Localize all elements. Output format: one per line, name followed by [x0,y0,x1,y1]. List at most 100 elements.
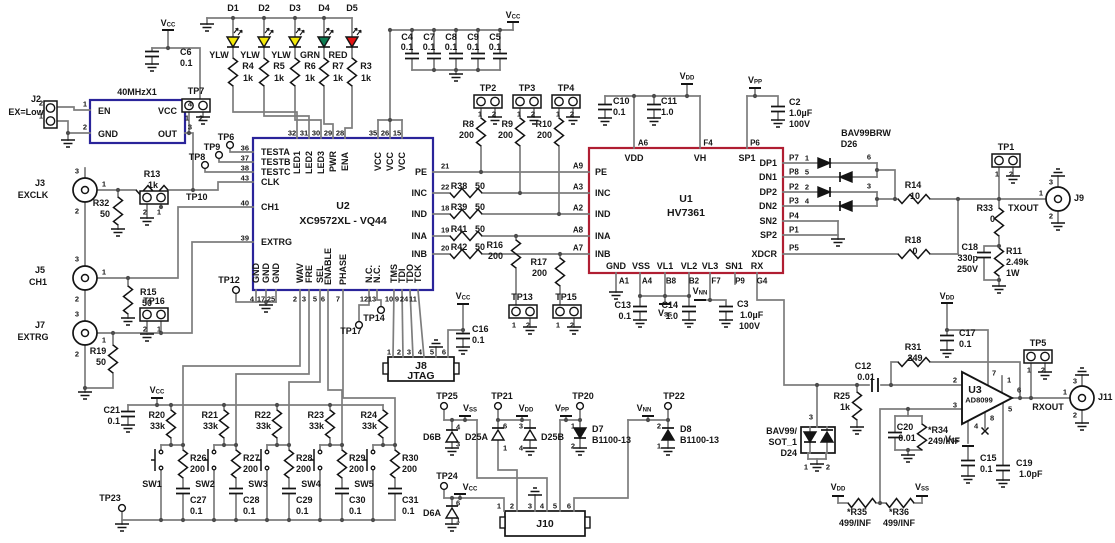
label-1k-29: 1k [148,180,159,190]
resistor-r26 [177,449,189,479]
label-29-93: 29 [324,129,332,138]
label-sp1-212: SP1 [738,153,755,163]
label-ad8099-306: AD8099 [965,396,993,405]
junction-dot [274,442,280,448]
label-33k-383: 33k [256,421,272,431]
junction-dot [110,330,116,336]
label-4-247: 4 [805,197,810,206]
ground-symbol [523,326,537,335]
junction-dot [517,190,523,196]
resistor-r39 [449,208,483,220]
label-1-0-f-266: 1.0µF [740,310,764,320]
label-u1-203: U1 [679,193,693,205]
ground-symbol [140,217,154,226]
label-bav99-299: BAV99/ [766,426,797,436]
label-u2-106: U2 [336,200,350,212]
label-xdcr-236: XDCR [751,249,777,259]
capacitor-c20 [888,431,902,439]
label-200-189: 200 [488,251,503,261]
ground-symbol [647,117,661,126]
switch-contact-sw3-b [264,465,270,471]
label-200-389: 200 [190,464,205,474]
label-d5-63: D5 [346,3,358,13]
label-2-197: 2 [570,321,574,330]
label-0-1-261: 0.1 [618,311,631,321]
wire [96,241,254,334]
label-1-0-263: 1.0 [665,311,678,321]
ground-symbol [566,116,580,125]
wire [263,85,310,139]
label-tp7-16: TP7 [188,86,205,96]
label-r10-178: R10 [535,119,552,129]
label-0-1-164: 0.1 [472,335,485,345]
switch-contact-sw4-a [317,449,323,455]
junction-dot [327,442,333,448]
label-j10-368: J10 [536,518,554,530]
label-sw4-401: SW4 [301,479,321,489]
junction-dot [1017,395,1023,401]
switch-sw3 [257,449,262,471]
label-v-cc-89: VCC [506,10,521,21]
label-c5-87: C5 [489,32,501,42]
wire [344,85,353,139]
label-a7-202: A7 [573,244,584,253]
resistor-r35 [847,497,877,509]
ground-symbol [259,304,273,313]
label-dp1-230: DP1 [759,158,777,168]
label-200-397: 200 [402,464,417,474]
capacitor-c29 [282,487,296,495]
junction-dot [233,517,239,523]
wire [983,257,1000,281]
junction-dot [180,517,186,523]
junction-dot [475,67,481,73]
ground-symbol [196,116,210,125]
ground-symbol [429,339,443,348]
ground-symbol [145,63,159,72]
diode-d24a [802,431,818,444]
junction-dot [557,251,563,257]
switch-contact-sw3-a [264,449,270,455]
label-r26-388: R26 [190,453,207,463]
label-18-121: 18 [441,204,449,213]
junction-dot [168,442,174,448]
label-c20-326: C20 [897,422,914,432]
junction-dot [321,15,327,21]
label-clk-111: CLK [261,177,280,187]
capacitor-c7 [427,52,441,60]
junction-dot [221,442,227,448]
switch-contact-sw2-b [211,465,217,471]
label-c15-316: C15 [980,453,997,463]
label-1-17: 1 [185,114,189,123]
label-9-149: 9 [395,295,399,304]
label-ind-116: IND [412,209,428,219]
junction-dot [82,385,88,391]
label-gnd-125: GND [261,263,271,284]
label-c18-280: C18 [961,242,978,252]
label-50-56: 50 [96,357,106,367]
label-j7-50: J7 [35,320,45,330]
label-1-53: 1 [102,336,106,345]
junction-dot [158,330,164,336]
label-c14-262: C14 [661,300,678,310]
label-p1-242: P1 [789,226,799,235]
label-v-dd-290: VDD [940,291,955,302]
label-1k-298: 1k [840,402,851,412]
label-exclk-31: EXCLK [18,190,49,200]
label-1-360: 1 [571,422,575,431]
label-1-169: 1 [517,110,521,119]
capacitor-c28 [229,487,243,495]
wire [929,361,1021,399]
label-0-1-292: 0.1 [959,339,972,349]
label-p7-237: P7 [789,154,799,163]
label-1-0-253: 1.0 [661,107,674,117]
junction-dot [955,196,961,202]
label-2-34: 2 [75,207,79,216]
label-249-294: 249 [907,353,922,363]
junction-dot [563,417,569,423]
testpoint-tp14 [376,305,386,315]
header-pin-tp4-a [554,96,564,107]
label-0-279: 0 [990,214,995,224]
wire [84,372,114,389]
ground-symbol [598,117,612,126]
label-10-148: 10 [385,295,393,304]
